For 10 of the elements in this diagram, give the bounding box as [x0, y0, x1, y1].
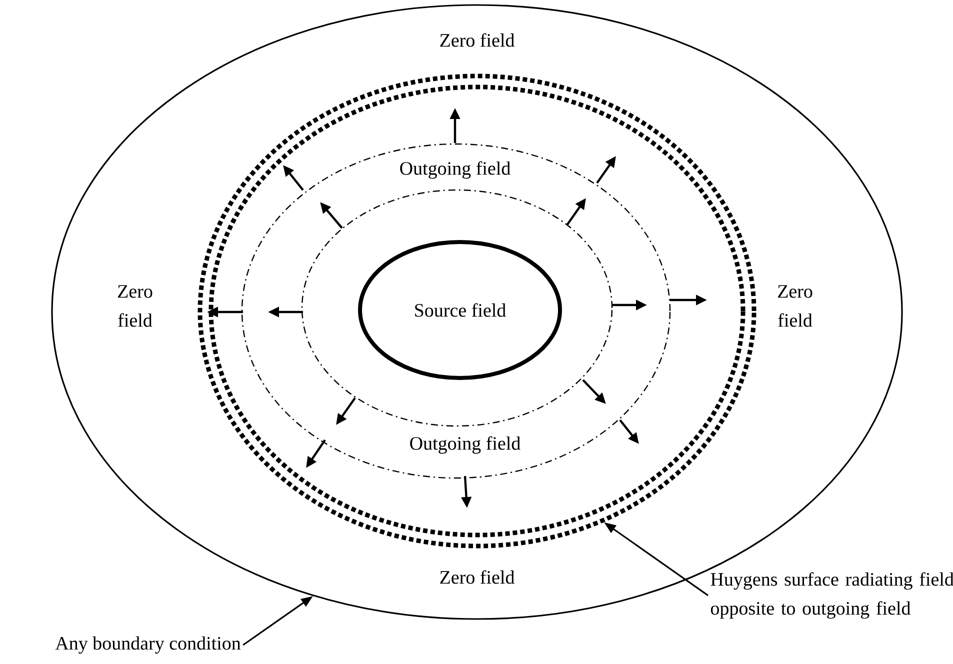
annotation-text: Any boundary condition — [55, 636, 241, 654]
region-label: Zero field — [440, 33, 514, 47]
dash-dot-ellipse — [241, 143, 671, 479]
region-label: Outgoing field — [410, 436, 520, 454]
huygens-surface — [198, 74, 756, 548]
region-label: Zero field — [778, 285, 812, 327]
region-label: Outgoing field — [400, 161, 510, 179]
dash-dot-ellipse — [301, 189, 613, 427]
region-label: Zero field — [440, 570, 514, 584]
region-label: Zero field — [118, 285, 152, 327]
